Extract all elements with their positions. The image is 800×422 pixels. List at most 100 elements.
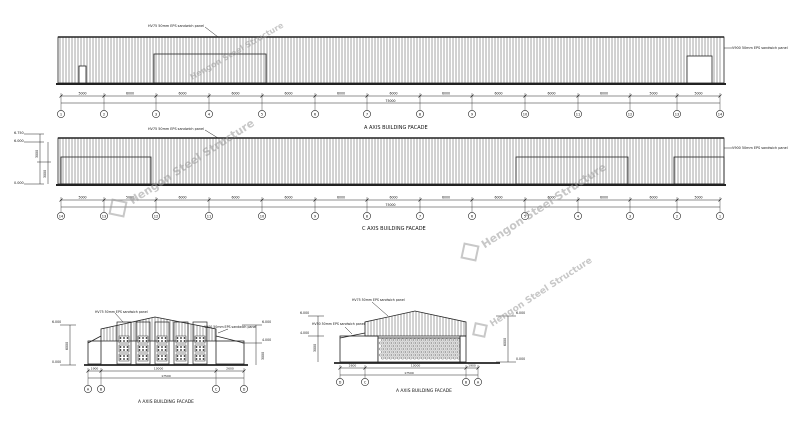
axis-label: 7 xyxy=(366,113,368,117)
span-dimension: 5000 xyxy=(694,196,702,200)
stone-mark xyxy=(446,347,451,351)
dimension-tick xyxy=(313,94,317,98)
window-pattern-dot xyxy=(164,337,167,339)
stone-mark xyxy=(380,338,385,342)
facade-title: A AXIS BUILDING FACADE xyxy=(138,399,194,405)
axis-bubble xyxy=(363,212,371,220)
dimension-tick xyxy=(675,94,679,98)
stone-mark xyxy=(448,344,453,348)
span-dimension: 6000 xyxy=(337,196,345,200)
wall-cladding-stripes xyxy=(367,311,465,336)
window-pattern-dot xyxy=(180,337,182,339)
axis-bubble xyxy=(152,110,160,118)
lean-to-roof-right xyxy=(215,335,245,344)
stone-mark xyxy=(380,344,385,348)
stone-mark xyxy=(396,356,401,360)
axis-label: 10 xyxy=(523,113,528,117)
stone-mark xyxy=(398,341,403,345)
stone-mark xyxy=(414,353,419,357)
stone-mark xyxy=(390,341,395,345)
stone-mark xyxy=(440,350,445,354)
stone-mark xyxy=(404,356,409,360)
axis-label: 8 xyxy=(366,215,369,219)
stone-mark xyxy=(416,356,421,360)
dimension-tick xyxy=(242,369,246,373)
stone-mark xyxy=(424,338,429,342)
window-pattern-dot xyxy=(138,355,141,357)
dimension-tick xyxy=(59,198,63,202)
stone-mark xyxy=(394,353,399,357)
level-marks xyxy=(308,315,516,363)
window-pattern-dot xyxy=(157,349,160,351)
axis-label: B xyxy=(465,381,468,385)
axis-bubble xyxy=(336,378,344,386)
window-frame xyxy=(192,321,208,365)
span-dimension: 6000 xyxy=(389,196,397,200)
lean-to-left xyxy=(87,340,102,365)
window-pattern-dot xyxy=(176,346,179,348)
span-dimension: 6000 xyxy=(442,92,450,96)
axis-bubble xyxy=(416,110,424,118)
window-group xyxy=(116,321,208,365)
dimension-tick xyxy=(313,198,317,202)
window-pattern-dot xyxy=(199,346,201,348)
axis-bubble xyxy=(363,110,371,118)
axis-bubble xyxy=(212,385,220,393)
span-dimension: 5000 xyxy=(649,92,657,96)
stone-mark xyxy=(454,347,459,351)
wall-right-panel xyxy=(459,335,467,363)
window-pane xyxy=(137,353,149,362)
dimension-tick xyxy=(576,94,580,98)
axis-bubble xyxy=(205,110,213,118)
axis-label: 8 xyxy=(419,113,422,117)
watermark-logo-icon xyxy=(108,198,128,218)
leader-roof xyxy=(204,129,219,139)
window-pane xyxy=(194,335,206,344)
window-pattern-dot xyxy=(180,349,182,351)
window-pattern-dot xyxy=(180,355,182,357)
axis-label: 11 xyxy=(576,113,581,117)
window-pattern-dot xyxy=(202,349,205,351)
span-dimension: 5000 xyxy=(126,196,134,200)
level-ground: 0.000 xyxy=(52,360,61,364)
stone-mark xyxy=(428,356,433,360)
window-pane xyxy=(118,335,130,344)
window-pattern-dot xyxy=(195,340,198,342)
door-left xyxy=(78,65,87,84)
axis-label: 7 xyxy=(419,215,421,219)
dimension-tick xyxy=(207,198,211,202)
stone-mark xyxy=(386,347,391,351)
note-roof: HV75 50mm EPS sandwich panel xyxy=(352,298,405,302)
window-pane xyxy=(156,335,168,344)
axis-bubble xyxy=(716,110,724,118)
lean-to-middle xyxy=(515,156,629,185)
window-pane xyxy=(194,344,206,353)
stone-mark xyxy=(438,341,443,345)
stone-mark xyxy=(432,344,437,348)
axis-label: C xyxy=(364,381,367,385)
axis-label: 1 xyxy=(719,215,721,219)
stone-mark xyxy=(382,341,387,345)
dimension-tick xyxy=(365,198,369,202)
span-dimension: 6000 xyxy=(547,92,555,96)
height-upper: 3000 xyxy=(35,150,39,158)
dimension-tick xyxy=(464,366,468,370)
stone-mark xyxy=(392,356,397,360)
stone-mark xyxy=(432,338,437,342)
stone-mark xyxy=(448,356,453,360)
stone-mark xyxy=(412,344,417,348)
stone-mark xyxy=(436,344,441,348)
window-pattern-dot xyxy=(195,349,198,351)
stone-mark xyxy=(394,341,399,345)
stone-mark xyxy=(386,353,391,357)
stone-mark xyxy=(450,347,455,351)
window-pattern-dot xyxy=(126,355,129,357)
span-dimension: 6000 xyxy=(600,196,608,200)
window-pattern-dot xyxy=(164,346,167,348)
window-pattern-dot xyxy=(199,355,201,357)
window-pattern-dot xyxy=(176,349,179,351)
stone-texture xyxy=(378,338,461,360)
dimension-tick xyxy=(718,94,722,98)
